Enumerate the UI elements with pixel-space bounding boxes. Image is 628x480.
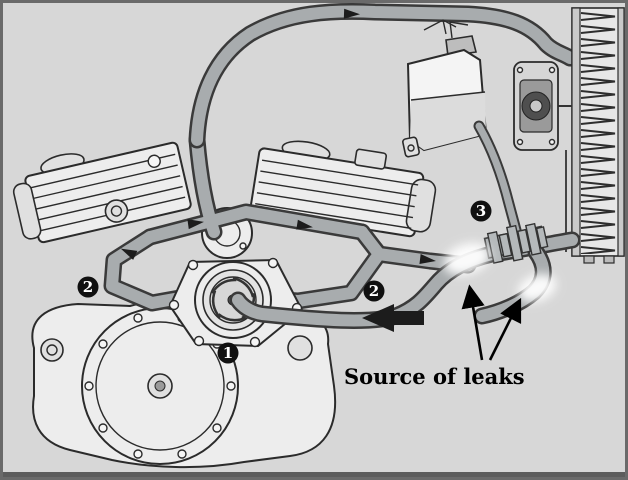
- leak-annotation: Source of leaks: [344, 284, 525, 389]
- radiator-fins: [580, 10, 618, 254]
- coolant-level: [410, 92, 486, 150]
- left-cylinder-head: [12, 141, 192, 244]
- leak-label: Source of leaks: [344, 364, 525, 389]
- bottom-frame: [0, 472, 628, 480]
- flow-arrows: [118, 8, 437, 332]
- case-boss: [40, 338, 64, 362]
- radiator: [565, 7, 625, 264]
- leak-highlights: [443, 242, 557, 303]
- svg-text:1: 1: [223, 344, 233, 362]
- overflow-tank: [402, 19, 488, 158]
- marker-water-pump: 1: [217, 342, 239, 364]
- clutch-cover: [81, 307, 239, 465]
- marker-right-passage: 2: [363, 280, 385, 302]
- radiator-cap-unit: [513, 61, 572, 151]
- return-flow-arrow: [362, 304, 424, 332]
- svg-text:2: 2: [83, 278, 93, 296]
- leak-glow-1: [443, 242, 491, 276]
- svg-text:2: 2: [369, 282, 379, 300]
- svg-text:3: 3: [476, 202, 486, 220]
- leak-arrow-1: [461, 284, 485, 361]
- marker-left-passage: 2: [77, 276, 99, 298]
- tank-mount-tab: [402, 136, 420, 158]
- marker-hose-junction: 3: [470, 200, 492, 222]
- cap-bracket-wire: [423, 19, 469, 39]
- case-boss-right: [287, 335, 313, 361]
- leak-glow-2: [517, 273, 557, 303]
- leak-arrow-2: [488, 297, 522, 361]
